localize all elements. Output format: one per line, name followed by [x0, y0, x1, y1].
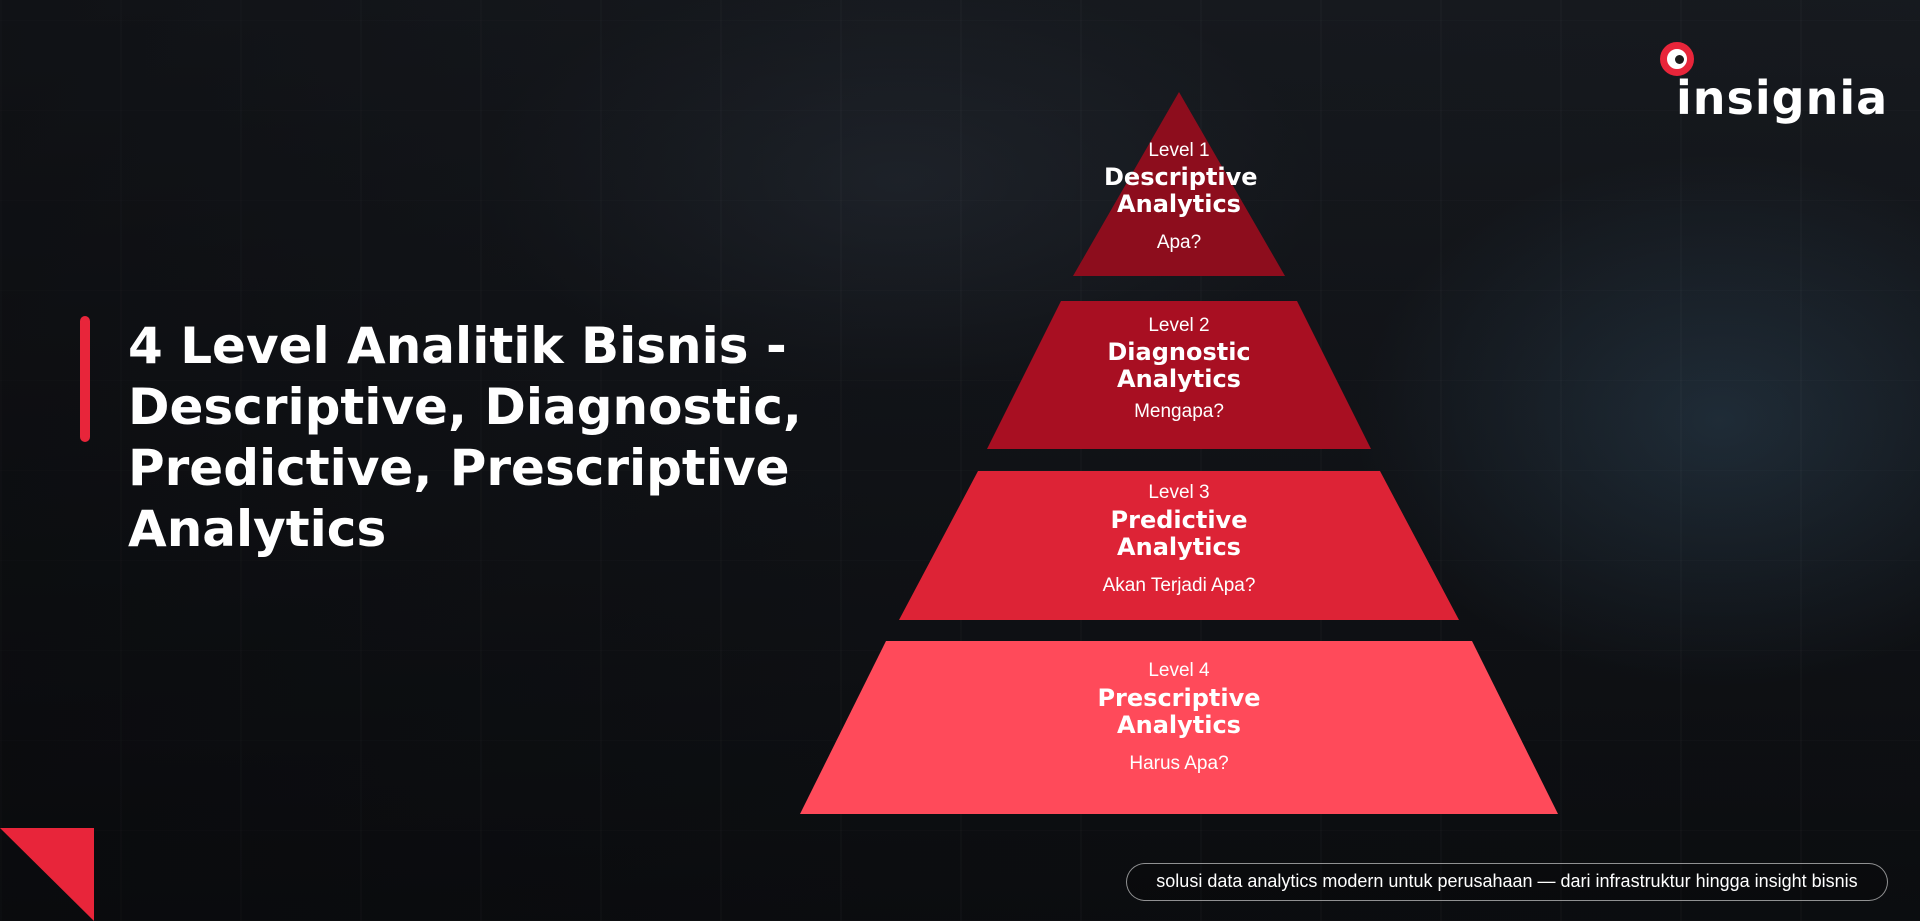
level-1-question: Apa?	[1156, 232, 1202, 253]
pyramid-level-2-text: Level 2 Diagnostic Analytics Mengapa?	[999, 315, 1359, 423]
level-3-name: Predictive Analytics	[1110, 506, 1248, 561]
logo-eye-icon	[1660, 42, 1694, 76]
corner-accent-triangle	[0, 828, 94, 921]
level-2-name: Diagnostic Analytics	[1107, 338, 1251, 393]
level-2-question: Mengapa?	[1134, 401, 1224, 422]
level-4-name: Prescriptive Analytics	[1097, 684, 1261, 739]
insignia-logo: insignia	[1660, 40, 1887, 130]
level-4-number: Level 4	[1148, 660, 1210, 681]
level-1-name: Descriptive Analytics	[1104, 163, 1258, 218]
level-3-number: Level 3	[1148, 482, 1210, 503]
pyramid-level-2-shape[interactable]	[987, 301, 1371, 449]
level-2-number: Level 2	[1148, 315, 1210, 336]
pyramid-level-1-text: Level 1 Descriptive Analytics Apa?	[999, 140, 1359, 254]
title-accent-bar	[80, 316, 90, 442]
logo-text: insignia	[1676, 71, 1889, 125]
tagline-pill: solusi data analytics modern untuk perus…	[1126, 863, 1888, 901]
level-4-question: Harus Apa?	[1129, 753, 1229, 774]
pyramid-level-4-text: Level 4 Prescriptive Analytics Harus Apa…	[999, 660, 1359, 775]
pyramid-level-4-shape[interactable]	[800, 641, 1558, 814]
page-title: 4 Level Analitik Bisnis - Descriptive, D…	[128, 317, 802, 558]
level-3-question: Akan Terjadi Apa?	[1102, 575, 1256, 596]
pyramid-level-3-shape[interactable]	[899, 471, 1459, 620]
level-1-number: Level 1	[1148, 140, 1210, 161]
pyramid-level-3-text: Level 3 Predictive Analytics Akan Terjad…	[999, 482, 1359, 597]
pyramid-level-1-shape[interactable]	[1073, 92, 1285, 276]
